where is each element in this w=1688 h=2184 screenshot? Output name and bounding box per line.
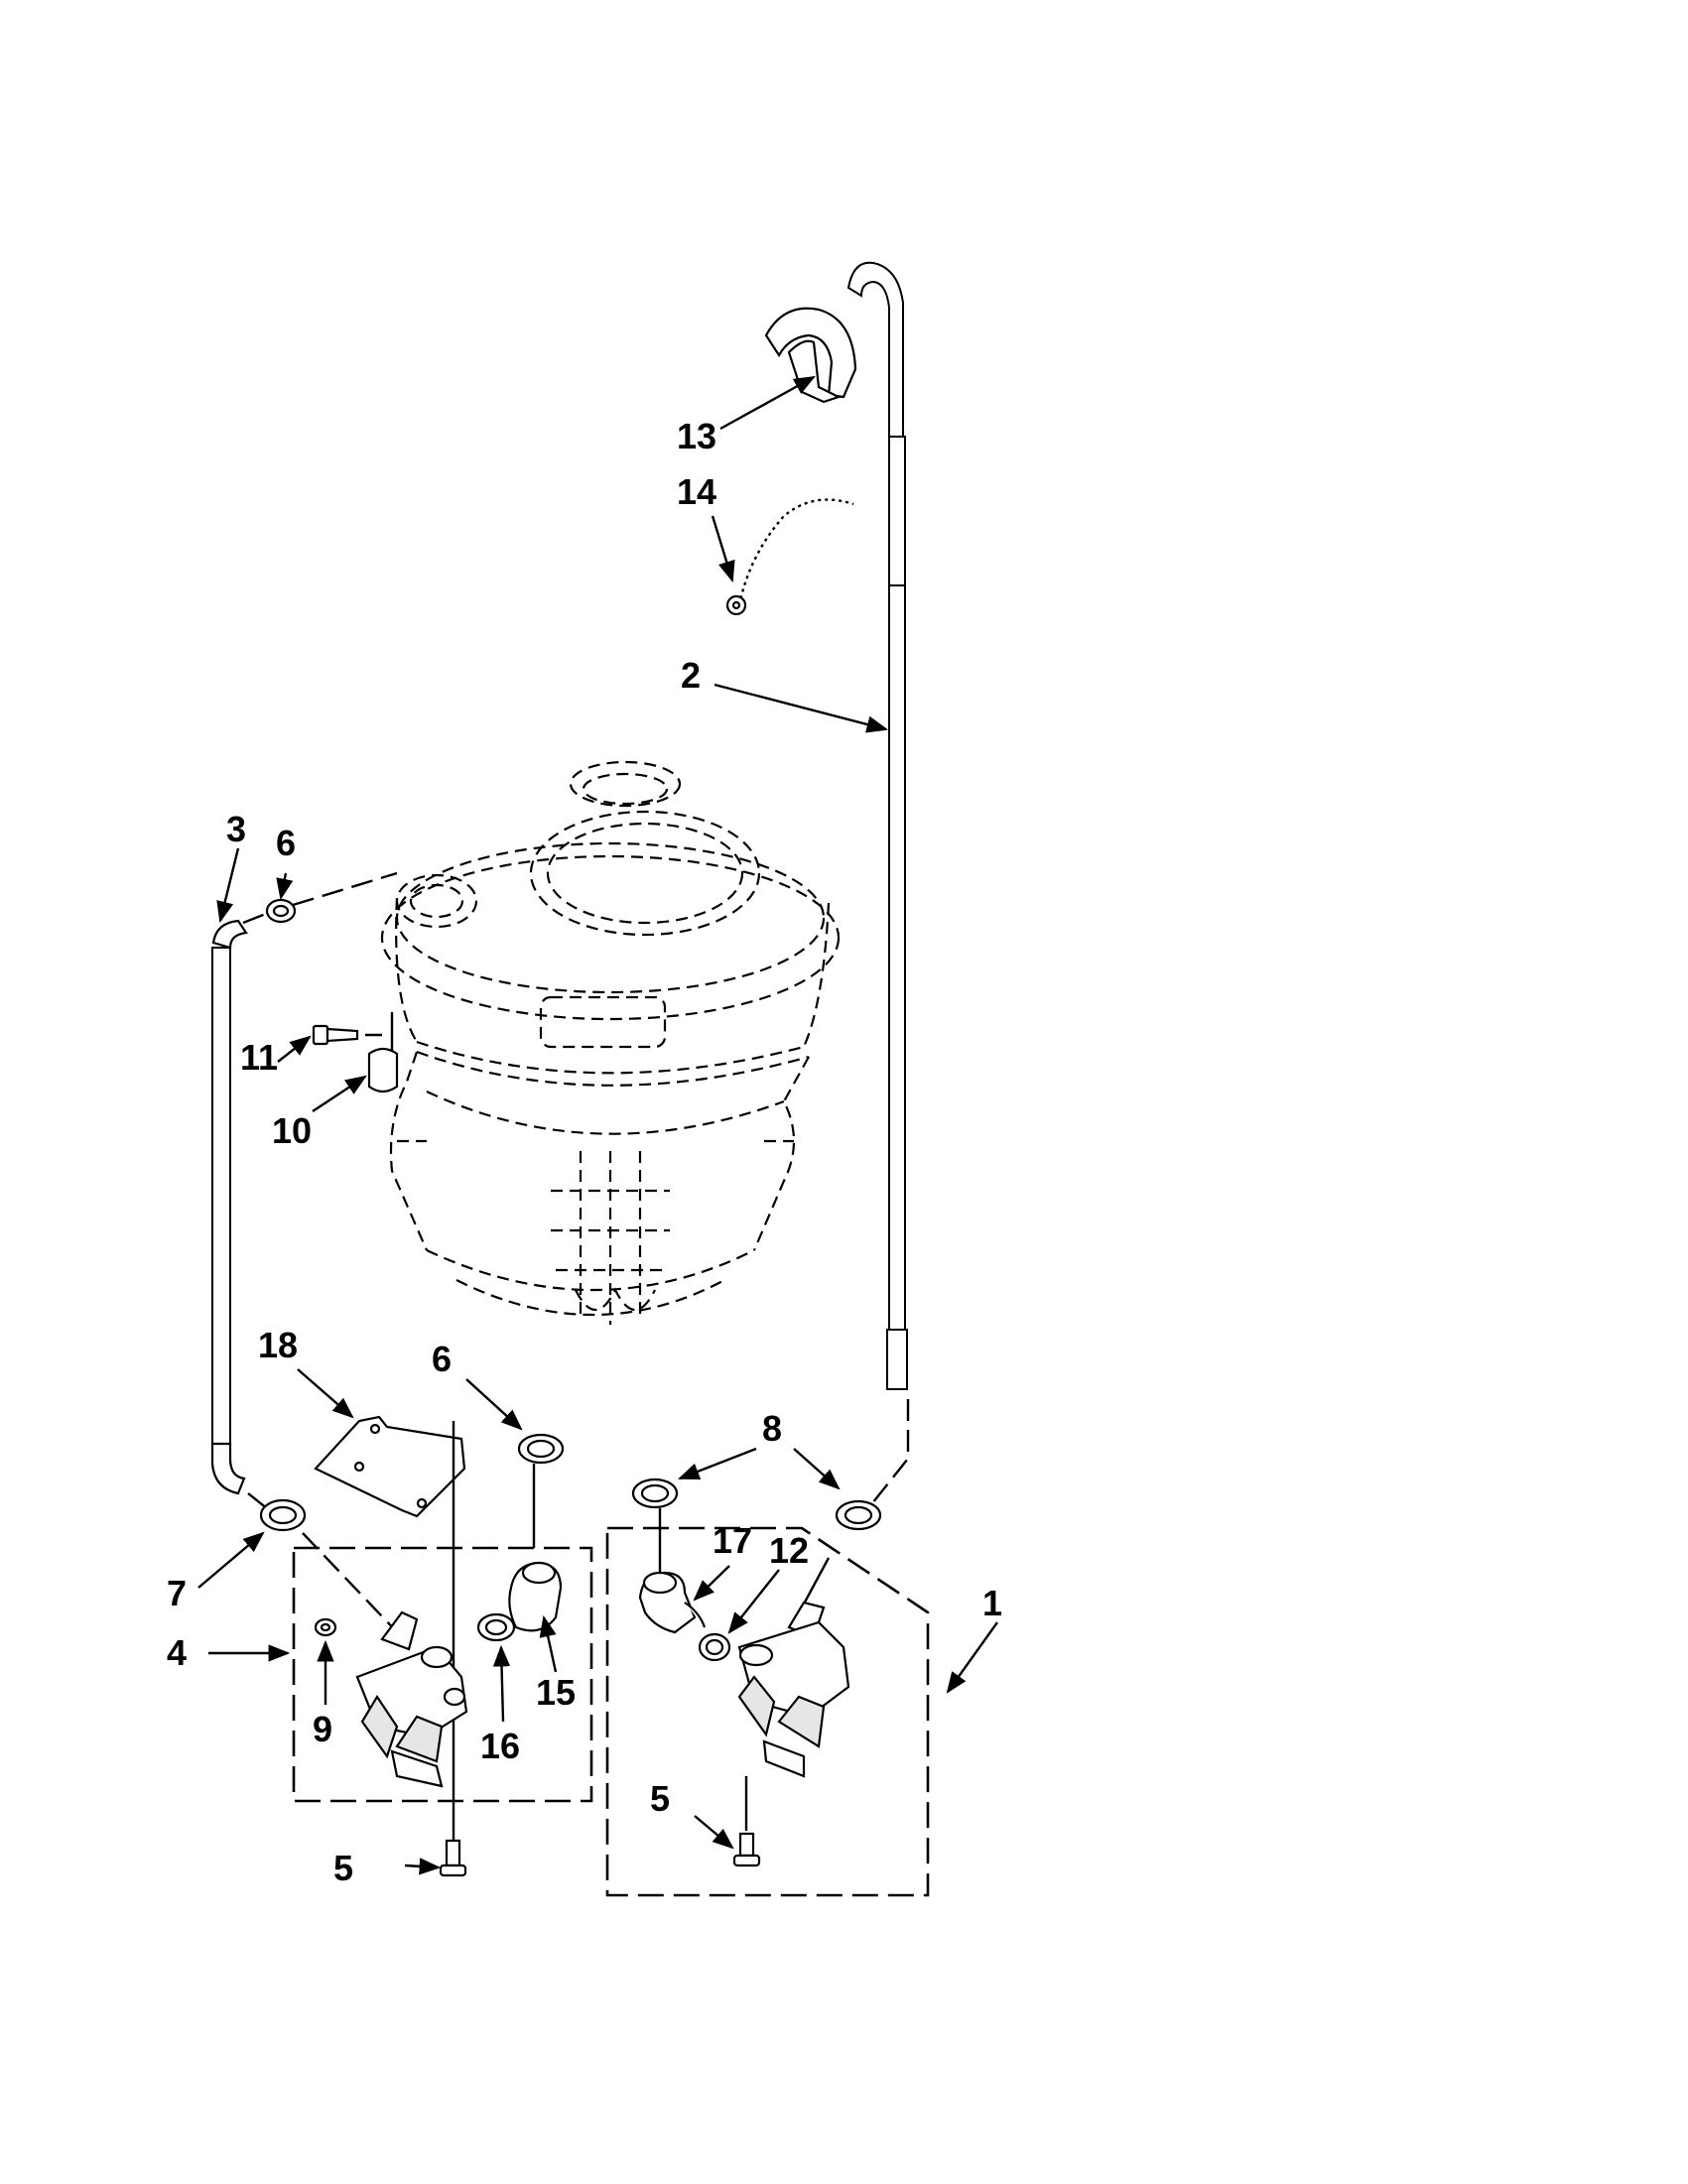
- callout-6b: 6: [432, 1339, 452, 1379]
- callout-17: 17: [713, 1520, 752, 1561]
- clamp-8-left: [631, 1477, 679, 1509]
- drain-hose-2: [846, 261, 910, 1509]
- callout-6a: 6: [276, 823, 296, 863]
- o-ring-12: [698, 1632, 731, 1662]
- clamp-7: [259, 1498, 307, 1532]
- screw-5-left: [439, 1839, 467, 1877]
- clamp-6-mid: [517, 1433, 565, 1465]
- callout-5a: 5: [333, 1848, 353, 1888]
- clamp-16: [476, 1612, 516, 1642]
- hose-15: [508, 1464, 563, 1632]
- callout-15: 15: [536, 1672, 576, 1713]
- callout-4: 4: [167, 1632, 187, 1673]
- callout-3: 3: [226, 809, 246, 849]
- leader-lines: [197, 375, 998, 1875]
- tie-strap-14: [725, 498, 854, 616]
- assembly-1-box: [605, 1526, 930, 1897]
- callout-13: 13: [677, 416, 716, 456]
- callout-12: 12: [769, 1530, 809, 1571]
- callout-labels: 1 2 3 4 5 5 6 6 7 8 9 10 11 12 13 14 15 …: [167, 416, 1002, 1888]
- clip-10: [367, 1047, 399, 1093]
- callout-16: 16: [480, 1726, 520, 1766]
- callout-7: 7: [167, 1573, 187, 1613]
- pump-1: [638, 1508, 850, 1778]
- callout-8: 8: [762, 1408, 782, 1449]
- callout-18: 18: [258, 1325, 298, 1365]
- callout-5b: 5: [650, 1778, 670, 1819]
- callout-11: 11: [240, 1037, 278, 1078]
- shield-18: [314, 1415, 466, 1865]
- screw-5-right: [732, 1776, 761, 1867]
- pump-4: [302, 1532, 468, 1788]
- callout-1: 1: [982, 1583, 1002, 1623]
- grommet-9: [314, 1617, 337, 1637]
- clamp-8-right: [835, 1499, 882, 1531]
- callout-2: 2: [681, 655, 701, 696]
- outer-tub: [380, 760, 841, 1325]
- hose-3: [210, 871, 398, 1514]
- clamp-6-top: [265, 898, 297, 924]
- callout-14: 14: [677, 471, 716, 512]
- callout-10: 10: [272, 1110, 312, 1151]
- callout-9: 9: [313, 1709, 332, 1749]
- assembly-4-box: [292, 1546, 593, 1803]
- hose-clip-13: [764, 307, 857, 404]
